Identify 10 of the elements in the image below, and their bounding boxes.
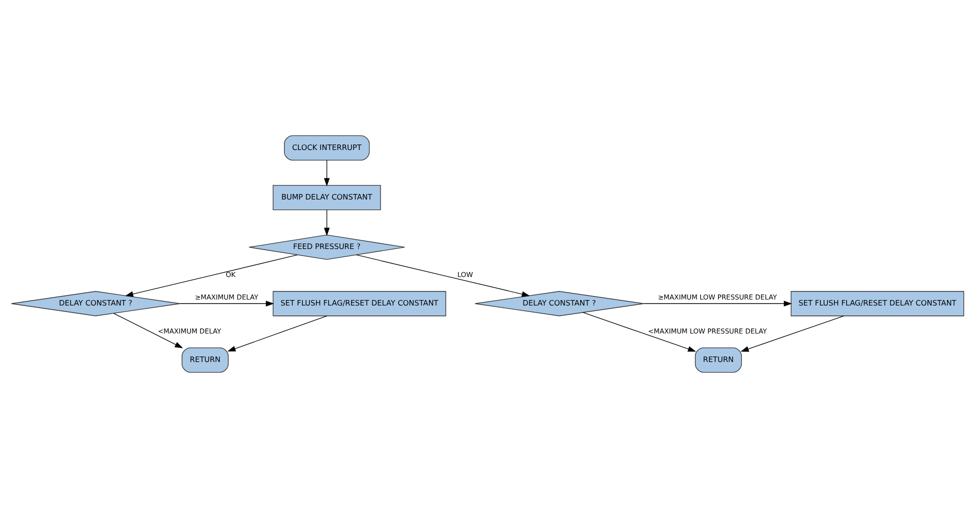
arrow — [180, 300, 274, 306]
arrow — [324, 160, 330, 186]
arrow — [643, 300, 792, 306]
arrow — [227, 316, 328, 352]
arrow — [740, 316, 844, 352]
arrow — [324, 210, 330, 236]
arrow — [113, 313, 184, 348]
arrow — [356, 254, 530, 297]
arrow — [125, 254, 298, 297]
arrow — [582, 312, 696, 352]
